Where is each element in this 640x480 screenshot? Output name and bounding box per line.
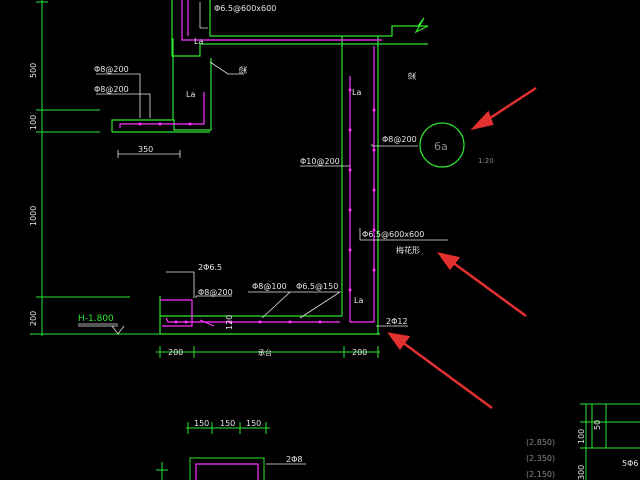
bottom-dimension-chain xyxy=(156,346,380,358)
phi8-label-bottom: Φ8@200 xyxy=(198,288,233,297)
rebar-lines xyxy=(119,0,382,327)
lower-detail-rebar xyxy=(195,463,259,480)
rebar-label-top: Φ6.5@600x600 xyxy=(214,4,276,13)
dim-200-label: 200 xyxy=(29,311,38,326)
dim-200-left-label: 200 xyxy=(168,348,183,357)
dim-500-label: 500 xyxy=(29,63,38,78)
detail-scale-label: 1:20 xyxy=(478,157,494,165)
phi8-label-1: Φ8@200 xyxy=(94,65,129,74)
dim-300-label: 300 xyxy=(577,465,586,480)
stirrup-label: Φ6.5@600x600 xyxy=(362,230,424,239)
center-note: 承台 xyxy=(258,348,272,357)
cut-label: 5Φ6 xyxy=(622,459,638,468)
phi8-label-2: Φ8@200 xyxy=(94,85,129,94)
rebar-2phi8-label: 2Φ8 xyxy=(286,455,302,464)
lower-detail-outline xyxy=(156,422,270,480)
phi8-100-label: Φ8@100 xyxy=(252,282,287,291)
right-panel-dims xyxy=(580,403,640,480)
elevation-3: (2.150) xyxy=(526,470,555,479)
phi65-150-label: Φ6.5@150 xyxy=(296,282,338,291)
phi10-label: Φ10@200 xyxy=(300,157,340,166)
detail-circle[interactable] xyxy=(419,122,465,168)
phi8-label-right: Φ8@200 xyxy=(382,135,417,144)
rebar-dots xyxy=(138,88,376,324)
detail-circle-label: 6a xyxy=(434,140,448,153)
dim-120-label: 120 xyxy=(225,315,234,330)
la-label-mid: La xyxy=(186,90,195,99)
rebar-2phi65-label: 2Φ6.5 xyxy=(198,263,222,272)
la-label-right-top: La xyxy=(352,88,361,97)
dim-200-right-label: 200 xyxy=(352,348,367,357)
dim-150b-label: 150 xyxy=(220,419,235,428)
dim-150c-label: 150 xyxy=(246,419,261,428)
la-label-right-bottom: La xyxy=(354,296,363,305)
elevation-1: (2.850) xyxy=(526,438,555,447)
rebar-2phi12-label: 2Φ12 xyxy=(386,317,408,326)
dim-1000-label: 1000 xyxy=(29,206,38,226)
level-marker xyxy=(111,325,125,335)
mark-label-b: 梁 xyxy=(408,72,417,80)
structure-outline xyxy=(111,0,429,335)
level-label: H-1.800 xyxy=(78,314,114,324)
mark-label-a: 梁 xyxy=(239,66,248,74)
elevation-2: (2.350) xyxy=(526,454,555,463)
left-dimension-chain xyxy=(30,0,160,336)
la-label-top: La xyxy=(194,37,203,46)
dim-100-label: 100 xyxy=(29,115,38,130)
leader-lines xyxy=(78,2,448,327)
stirrup-note: 梅花形 xyxy=(396,245,420,255)
dim-350-label: 350 xyxy=(138,145,153,154)
annotation-arrows xyxy=(387,86,537,410)
dim-50-label: 50 xyxy=(593,420,602,430)
dim-150a-label: 150 xyxy=(194,419,209,428)
dim-100-right-label: 100 xyxy=(577,429,586,444)
